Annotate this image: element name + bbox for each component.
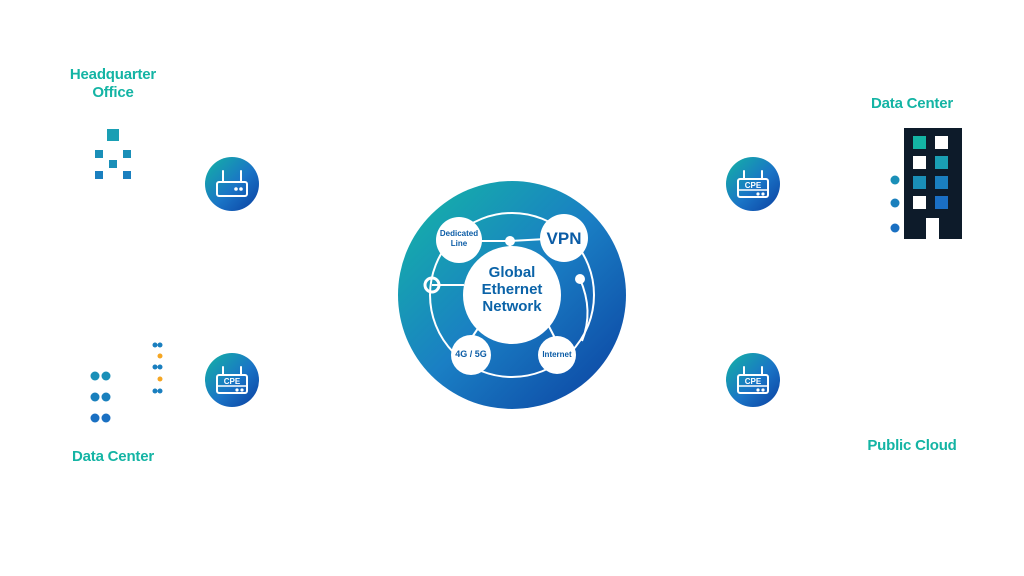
data-center-left-icon [90,342,163,423]
cpe-router-data-center-right: CPE [726,157,780,211]
global-ethernet-network-hub [398,181,626,409]
cpe-label: CPE [745,377,762,386]
headquarter-label-line2: Office [92,84,134,101]
hub-title-line1: Global [488,264,536,281]
cpe-router-headquarter [205,157,259,211]
dedicated-line-node: Dedicated Line [434,229,484,249]
hub-title-line2: Ethernet [481,281,543,298]
internet-node: Internet [542,350,572,359]
data-center-right-label: Data Center [871,95,953,112]
headquarter-office-icon [95,129,131,179]
data-center-building-icon [890,128,962,239]
vpn-node: VPN [546,229,582,248]
cpe-label: CPE [224,377,241,386]
headquarter-office-label: Headquarter Office [52,66,174,102]
hub-title-line3: Network [482,298,542,315]
public-cloud-label: Public Cloud [867,437,957,454]
mobile-4g-5g-node: 4G / 5G [455,349,487,359]
router-icon [216,170,248,197]
cpe-router-data-center-left: CPE [205,353,259,407]
headquarter-label-line1: Headquarter [69,66,157,83]
dedicated-line-label-1: Dedicated [439,229,479,238]
router-icon: CPE [216,366,248,394]
cpe-router-public-cloud: CPE [726,353,780,407]
data-center-left-label: Data Center [72,448,154,465]
hub-title: Global Ethernet Network [465,264,559,315]
cpe-label: CPE [745,181,762,190]
router-icon: CPE [737,366,769,394]
dedicated-line-label-2: Line [450,239,468,248]
router-icon: CPE [737,170,769,198]
